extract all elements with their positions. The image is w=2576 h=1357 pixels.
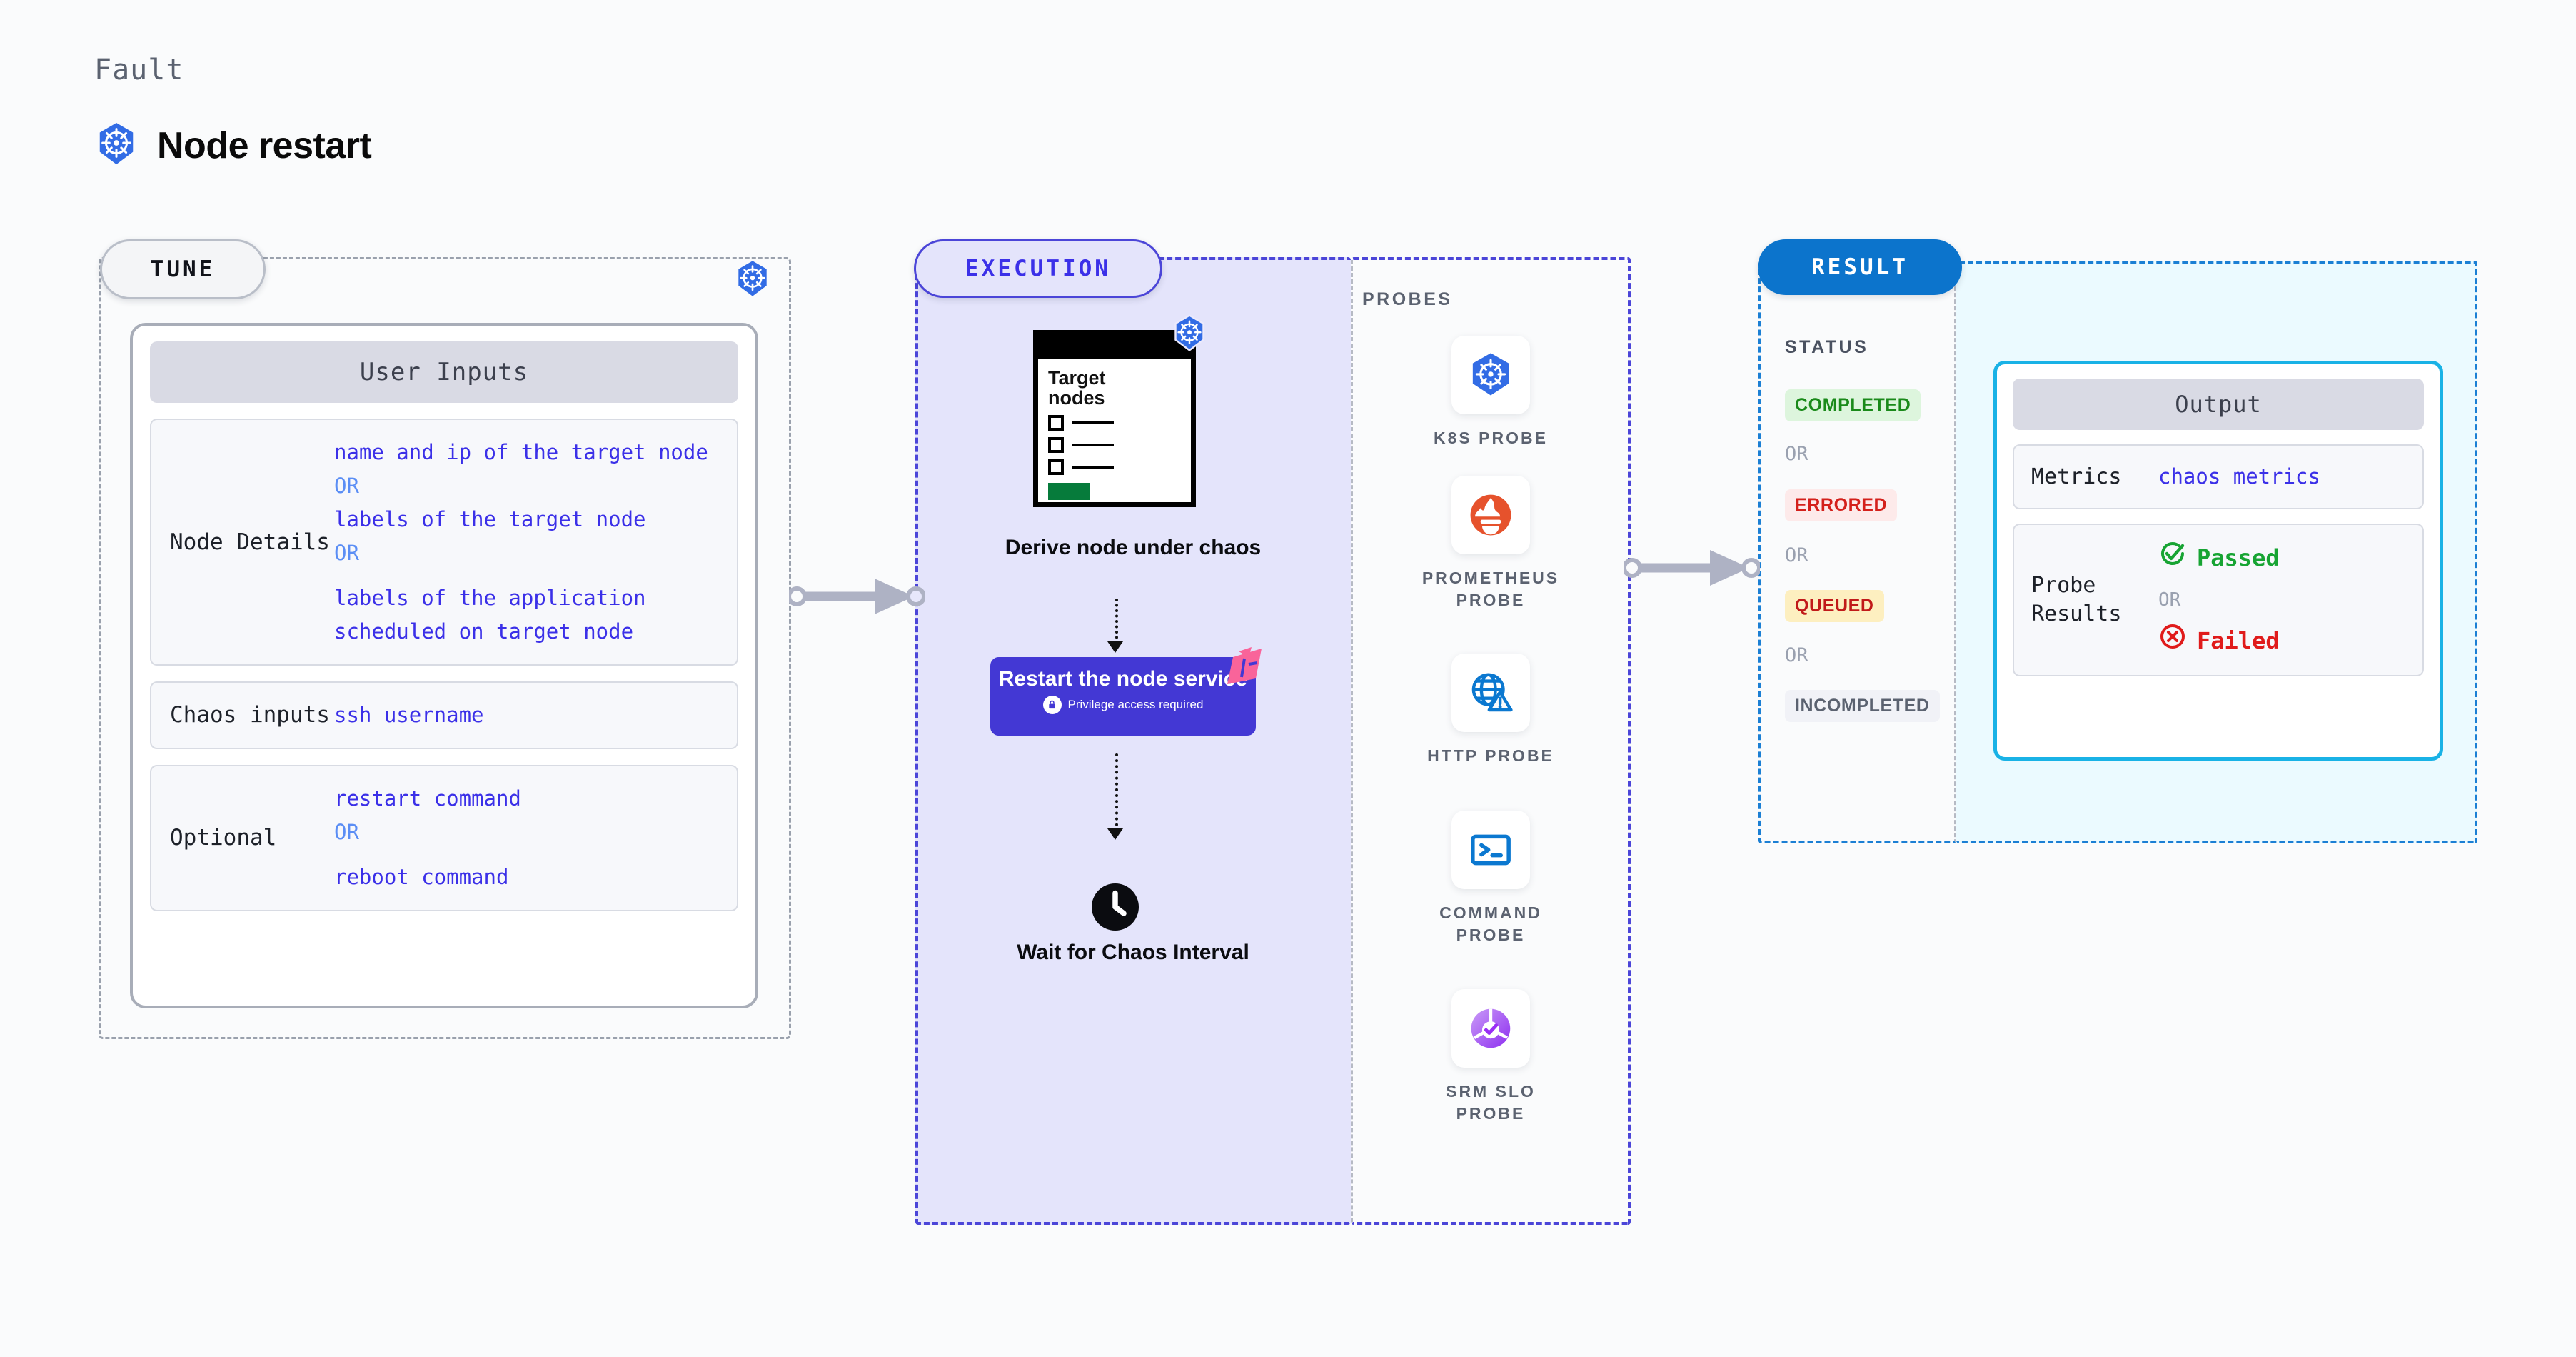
kubernetes-icon bbox=[1451, 336, 1530, 414]
output-row-probe-results: Probe Results Passed OR bbox=[2013, 523, 2424, 677]
failed-label: Failed bbox=[2197, 627, 2280, 655]
kubernetes-icon bbox=[94, 121, 139, 169]
probe-card-k8s[interactable]: K8S PROBE bbox=[1419, 336, 1562, 449]
step-restart-subtitle-row: Privilege access required bbox=[990, 695, 1256, 714]
status-badge-completed: COMPLETED bbox=[1785, 389, 1921, 421]
flow-connector bbox=[1115, 753, 1118, 832]
row-key: Metrics bbox=[2031, 464, 2122, 489]
probe-card-srm-slo[interactable]: SRM SLO PROBE bbox=[1419, 989, 1562, 1125]
output-row-metrics: Metrics chaos metrics bbox=[2013, 444, 2424, 509]
or-separator: OR bbox=[2158, 589, 2181, 611]
user-inputs-title: User Inputs bbox=[150, 341, 738, 403]
output-card: Output Metrics chaos metrics Probe Resul… bbox=[1993, 361, 2443, 761]
value-line: restart command bbox=[334, 786, 521, 811]
passed-label: Passed bbox=[2197, 544, 2280, 572]
value-line: name and ip of the target node bbox=[334, 440, 708, 464]
flow-arrowhead bbox=[1107, 641, 1123, 653]
value-line: labels of the application scheduled on t… bbox=[334, 585, 646, 644]
probe-label: COMMAND PROBE bbox=[1439, 903, 1542, 945]
globe-warning-icon bbox=[1451, 654, 1530, 732]
probe-label: K8S PROBE bbox=[1434, 429, 1548, 447]
probe-card-prometheus[interactable]: PROMETHEUS PROBE bbox=[1419, 476, 1562, 611]
row-key: Probe Results bbox=[2031, 573, 2122, 626]
target-nodes-card: Target nodes bbox=[1033, 330, 1196, 507]
target-nodes-title-line1: Target bbox=[1048, 367, 1106, 389]
row-values: chaos metrics bbox=[2158, 460, 2405, 494]
step-restart-title: Restart the node service bbox=[998, 667, 1248, 691]
row-values: ssh username bbox=[334, 698, 718, 732]
row-values: Passed OR Failed bbox=[2158, 539, 2405, 661]
status-badge-queued: QUEUED bbox=[1785, 590, 1884, 622]
or-separator: OR bbox=[1785, 544, 1808, 566]
input-row-optional: Optional restart command OR reboot comma… bbox=[150, 764, 738, 911]
status-badge-incompleted: INCOMPLETED bbox=[1785, 690, 1940, 722]
or-separator: OR bbox=[1785, 644, 1808, 666]
probe-label: PROMETHEUS PROBE bbox=[1422, 569, 1560, 610]
result-pill-label[interactable]: RESULT bbox=[1758, 239, 1962, 295]
row-key: Chaos inputs bbox=[170, 702, 330, 728]
node-list-item bbox=[1048, 436, 1181, 453]
flow-arrow-execution-to-result bbox=[1624, 550, 1760, 586]
kubernetes-icon bbox=[733, 259, 773, 302]
input-row-node-details: Node Details name and ip of the target n… bbox=[150, 419, 738, 666]
value-line: reboot command bbox=[334, 864, 509, 889]
probe-card-command[interactable]: COMMAND PROBE bbox=[1419, 811, 1562, 946]
step-derive-label: Derive node under chaos bbox=[1005, 536, 1262, 559]
status-section-label: STATUS bbox=[1785, 337, 1869, 357]
probe-result-failed: Failed bbox=[2158, 622, 2405, 661]
flow-connector bbox=[1115, 599, 1118, 644]
or-separator: OR bbox=[1785, 443, 1808, 465]
probe-result-passed: Passed bbox=[2158, 539, 2405, 578]
selected-node-bar bbox=[1048, 482, 1090, 500]
lock-icon bbox=[1042, 695, 1062, 714]
probe-label: SRM SLO PROBE bbox=[1446, 1082, 1536, 1123]
status-badge-errored: ERRORED bbox=[1785, 489, 1898, 521]
probe-card-http[interactable]: HTTP PROBE bbox=[1419, 654, 1562, 767]
value-line: labels of the target node bbox=[334, 506, 646, 531]
step-wait-label: Wait for Chaos Interval bbox=[1017, 941, 1249, 964]
placeholder-line bbox=[1072, 421, 1114, 424]
row-values: restart command OR reboot command bbox=[334, 782, 718, 894]
fault-title-row: Node restart bbox=[94, 121, 372, 169]
row-key: Node Details bbox=[170, 529, 330, 555]
placeholder-line bbox=[1072, 465, 1114, 469]
value-line: ssh username bbox=[334, 702, 484, 727]
clock-icon bbox=[1090, 881, 1141, 936]
output-title: Output bbox=[2013, 379, 2424, 430]
or-separator: OR bbox=[334, 540, 359, 565]
checkbox-icon bbox=[1048, 459, 1064, 475]
node-list-item bbox=[1048, 459, 1181, 475]
flow-arrowhead bbox=[1107, 828, 1123, 840]
x-circle-icon bbox=[2158, 622, 2187, 661]
kubernetes-icon bbox=[1171, 314, 1208, 355]
execution-pill-label[interactable]: EXECUTION bbox=[914, 239, 1162, 298]
terminal-icon bbox=[1451, 811, 1530, 889]
step-restart-node-service[interactable]: Restart the node service Privilege acces… bbox=[990, 647, 1262, 736]
or-separator: OR bbox=[334, 819, 359, 844]
user-inputs-card: User Inputs Node Details name and ip of … bbox=[130, 323, 758, 1008]
card-titlebar bbox=[1038, 335, 1191, 359]
probes-section-label: PROBES bbox=[1362, 289, 1453, 309]
probe-label: HTTP PROBE bbox=[1427, 746, 1554, 765]
row-values: name and ip of the target node OR labels… bbox=[334, 436, 718, 649]
placeholder-line bbox=[1072, 443, 1114, 446]
step-restart-subtitle: Privilege access required bbox=[1067, 697, 1204, 711]
checkbox-icon bbox=[1048, 436, 1064, 453]
result-status-region bbox=[1758, 261, 1956, 843]
page-title: Node restart bbox=[157, 124, 372, 166]
input-row-chaos-inputs: Chaos inputs ssh username bbox=[150, 681, 738, 749]
or-separator: OR bbox=[334, 473, 359, 498]
checkbox-icon bbox=[1048, 414, 1064, 431]
target-nodes-title-line2: nodes bbox=[1048, 387, 1105, 409]
value-line: chaos metrics bbox=[2158, 464, 2320, 489]
tune-pill-label[interactable]: TUNE bbox=[100, 239, 266, 299]
row-key: Optional bbox=[170, 825, 277, 851]
prometheus-icon bbox=[1451, 476, 1530, 554]
node-list-item bbox=[1048, 414, 1181, 431]
fault-eyebrow-label: Fault bbox=[94, 54, 184, 86]
slo-donut-icon bbox=[1451, 989, 1530, 1068]
flow-arrow-tune-to-execution bbox=[789, 579, 925, 614]
check-circle-icon bbox=[2158, 539, 2187, 578]
